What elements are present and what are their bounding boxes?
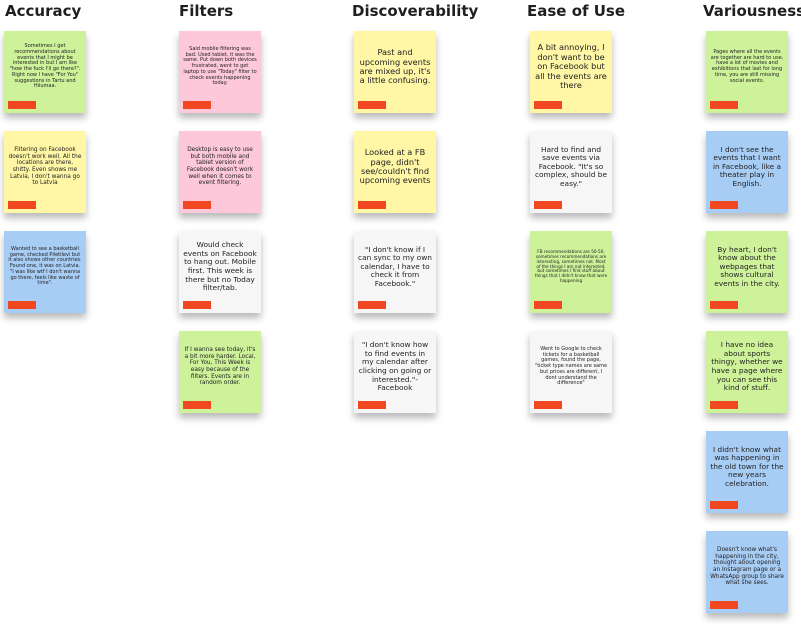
sticky-note-tag bbox=[710, 201, 738, 209]
sticky-note-text: Pages where all the events are together … bbox=[710, 48, 784, 84]
sticky-note-text: Would check events on Facebook to hang o… bbox=[183, 240, 257, 293]
sticky-note[interactable]: Pages where all the events are together … bbox=[706, 31, 788, 113]
sticky-note-text: I didn't know what was happening in the … bbox=[710, 444, 784, 488]
sticky-note-text: "I don't know if I can sync to my own ca… bbox=[358, 244, 432, 288]
sticky-note[interactable]: Hard to find and save events via Faceboo… bbox=[530, 131, 612, 213]
sticky-note-tag bbox=[183, 301, 211, 309]
sticky-note-text: Doesn't know what's happening in the cit… bbox=[710, 547, 784, 587]
sticky-note[interactable]: Went to Google to check tickets for a ba… bbox=[530, 331, 612, 413]
sticky-note-text: I don't see the events that I want in Fa… bbox=[712, 144, 782, 188]
sticky-note[interactable]: By heart, I don't know about the webpage… bbox=[706, 231, 788, 313]
sticky-note-tag bbox=[710, 601, 738, 609]
sticky-note-tag bbox=[534, 101, 562, 109]
sticky-note[interactable]: "I don't know how to find events in my c… bbox=[354, 331, 436, 413]
sticky-note-text: A bit annoying, I don't want to be on Fa… bbox=[535, 42, 607, 91]
sticky-note-tag bbox=[8, 301, 36, 309]
sticky-note[interactable]: Doesn't know what's happening in the cit… bbox=[706, 531, 788, 613]
sticky-note-tag bbox=[8, 201, 36, 209]
sticky-note-tag bbox=[710, 301, 738, 309]
sticky-note[interactable]: "I don't know if I can sync to my own ca… bbox=[354, 231, 436, 313]
sticky-note[interactable]: Would check events on Facebook to hang o… bbox=[179, 231, 261, 313]
sticky-note[interactable]: I have no idea about sports thingy, whet… bbox=[706, 331, 788, 413]
sticky-note[interactable]: I didn't know what was happening in the … bbox=[706, 431, 788, 513]
sticky-note[interactable]: Sometimes I get recommendations about ev… bbox=[4, 31, 86, 113]
column-title-discoverability: Discoverability bbox=[352, 2, 479, 20]
sticky-note-tag bbox=[358, 301, 386, 309]
sticky-note[interactable]: If I wanna see today, it's a bit more ha… bbox=[179, 331, 261, 413]
sticky-note-tag bbox=[710, 101, 738, 109]
column-title-filters: Filters bbox=[179, 2, 234, 20]
sticky-note-tag bbox=[710, 501, 738, 509]
sticky-note[interactable]: Past and upcoming events are mixed up, i… bbox=[354, 31, 436, 113]
sticky-note-tag bbox=[534, 401, 562, 409]
sticky-note-tag bbox=[358, 101, 386, 109]
sticky-note-text: If I wanna see today, it's a bit more ha… bbox=[184, 347, 256, 387]
column-title-ease-of-use: Ease of Use bbox=[527, 2, 626, 20]
column-title-accuracy: Accuracy bbox=[5, 2, 82, 20]
sticky-note-text: Hard to find and save events via Faceboo… bbox=[534, 144, 608, 188]
sticky-note-text: By heart, I don't know about the webpage… bbox=[714, 244, 780, 288]
sticky-note[interactable]: I don't see the events that I want in Fa… bbox=[706, 131, 788, 213]
sticky-note-tag bbox=[183, 101, 211, 109]
sticky-note-text: Looked at a FB page, didn't see/couldn't… bbox=[359, 147, 431, 186]
sticky-note-tag bbox=[534, 301, 562, 309]
sticky-note[interactable]: Said mobile filtering was bad. Used tabl… bbox=[179, 31, 261, 113]
sticky-note-text: Went to Google to check tickets for a ba… bbox=[534, 345, 608, 387]
sticky-note[interactable]: Looked at a FB page, didn't see/couldn't… bbox=[354, 131, 436, 213]
sticky-note-tag bbox=[183, 401, 211, 409]
sticky-note-tag bbox=[8, 101, 36, 109]
sticky-note-tag bbox=[358, 401, 386, 409]
sticky-note-text: Wanted to see a basketball game, checked… bbox=[8, 245, 82, 287]
sticky-note-tag bbox=[534, 201, 562, 209]
sticky-note[interactable]: FB recommendations are 50-50, sometimes … bbox=[530, 231, 612, 313]
sticky-note-text: Past and upcoming events are mixed up, i… bbox=[359, 47, 431, 86]
sticky-note-tag bbox=[358, 201, 386, 209]
sticky-note-text: FB recommendations are 50-50, sometimes … bbox=[534, 249, 608, 284]
sticky-note-text: Said mobile filtering was bad. Used tabl… bbox=[183, 45, 257, 87]
column-title-variousness: Variousness bbox=[703, 2, 801, 20]
sticky-note[interactable]: Filtering on Facebook doesn't work well.… bbox=[4, 131, 86, 213]
sticky-note[interactable]: Desktop is easy to use but both mobile a… bbox=[179, 131, 261, 213]
sticky-note-text: Desktop is easy to use but both mobile a… bbox=[186, 147, 254, 187]
sticky-note[interactable]: Wanted to see a basketball game, checked… bbox=[4, 231, 86, 313]
sticky-note-text: Sometimes I get recommendations about ev… bbox=[9, 43, 81, 90]
sticky-note-tag bbox=[183, 201, 211, 209]
sticky-note-text: "I don't know how to find events in my c… bbox=[358, 340, 432, 393]
sticky-note-text: I have no idea about sports thingy, whet… bbox=[711, 340, 783, 393]
sticky-note-text: Filtering on Facebook doesn't work well.… bbox=[8, 147, 82, 187]
sticky-note-tag bbox=[710, 401, 738, 409]
sticky-note[interactable]: A bit annoying, I don't want to be on Fa… bbox=[530, 31, 612, 113]
